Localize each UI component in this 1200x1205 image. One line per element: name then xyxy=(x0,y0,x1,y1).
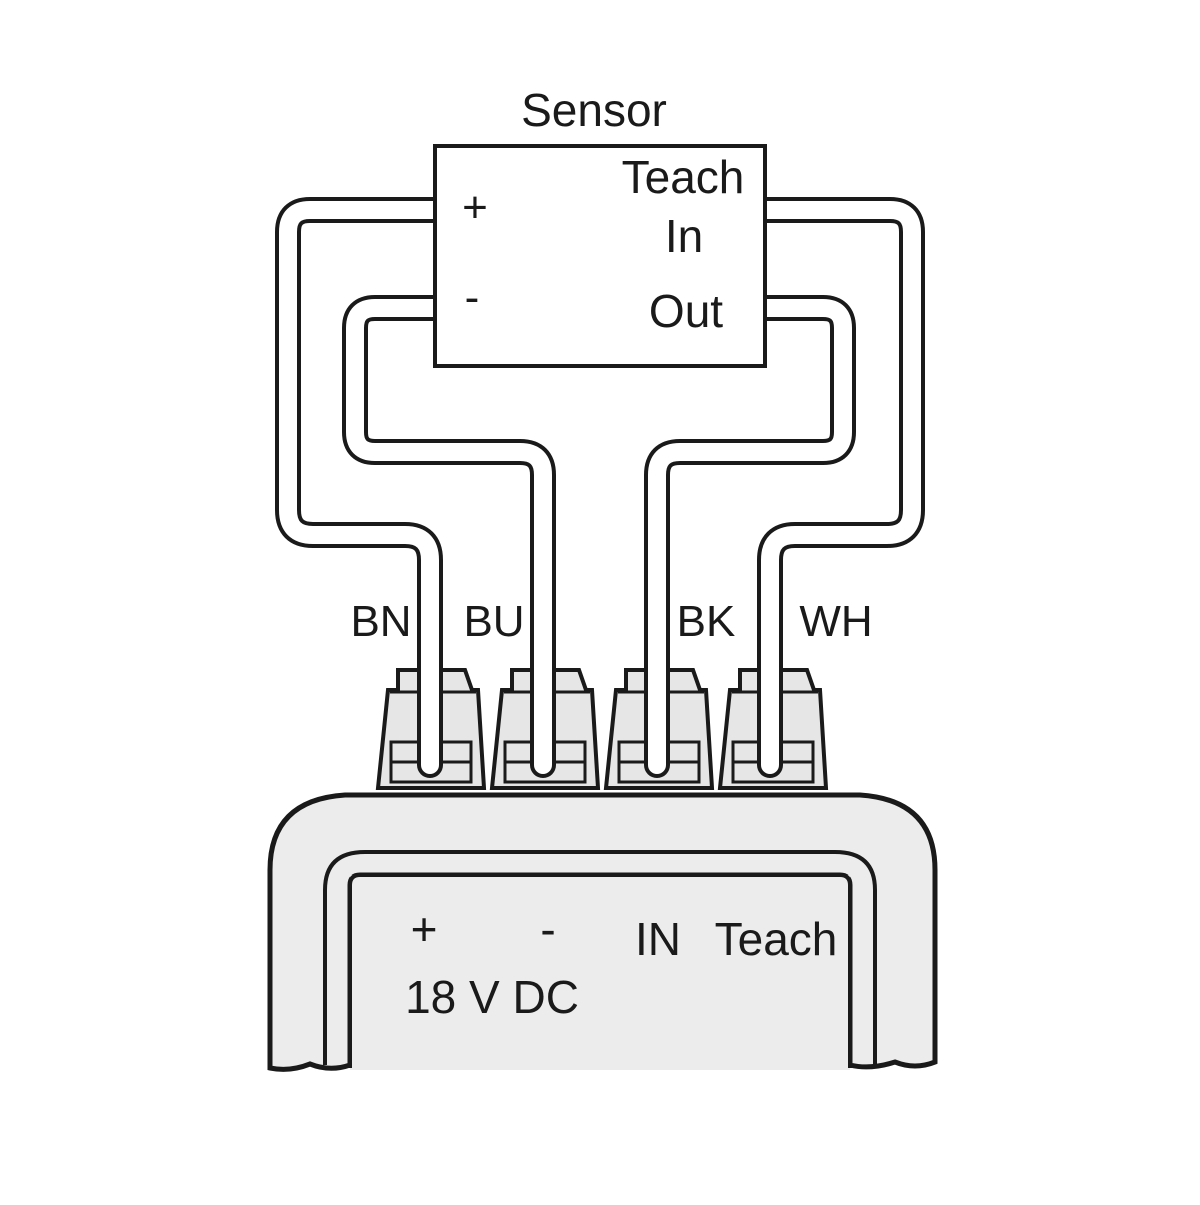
wire-label-bn: BN xyxy=(350,597,411,646)
device-plus-label: + xyxy=(411,903,438,955)
sensor-in-label: In xyxy=(665,210,703,262)
wires xyxy=(275,197,925,778)
device-label-panel xyxy=(350,875,850,1070)
wire-label-wh: WH xyxy=(799,597,872,646)
sensor-teach-label: Teach xyxy=(622,151,745,203)
device-teach-label: Teach xyxy=(715,913,838,965)
device-voltage-label: 18 V DC xyxy=(405,971,579,1023)
sensor-box xyxy=(433,144,767,368)
sensor: Sensor + - Teach In Out xyxy=(433,84,767,368)
device-housing xyxy=(267,792,938,1072)
device-minus-label: - xyxy=(540,903,555,955)
sensor-minus-label: - xyxy=(465,273,480,322)
sensor-title: Sensor xyxy=(521,84,667,136)
sensor-out-label: Out xyxy=(649,285,723,337)
device-in-label: IN xyxy=(635,913,681,965)
wire-label-bk: BK xyxy=(677,597,736,646)
wire-labels: BN BU BK WH xyxy=(350,597,872,646)
wire-wh xyxy=(752,197,925,778)
device-inner-rim xyxy=(323,850,877,1065)
sensor-plus-label: + xyxy=(462,183,488,232)
wire-label-bu: BU xyxy=(463,597,524,646)
wire-bk xyxy=(644,295,856,778)
device-base: + - IN Teach 18 V DC xyxy=(267,792,938,1072)
wire-bu xyxy=(342,295,556,778)
device-label-panel-edge xyxy=(348,873,852,1068)
wire-bn xyxy=(275,197,448,778)
